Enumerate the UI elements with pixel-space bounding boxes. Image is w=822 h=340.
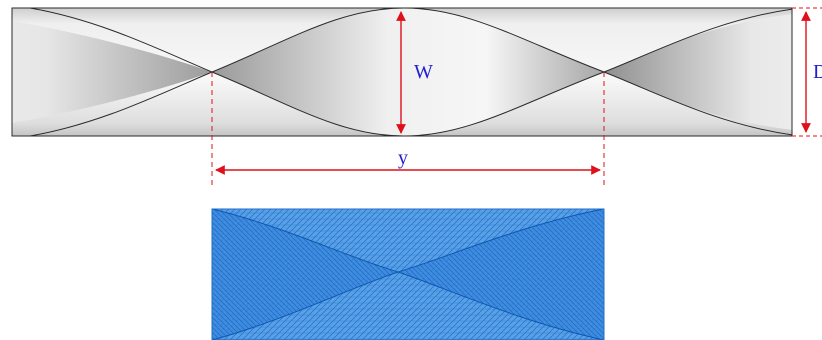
- width-dimension: W: [396, 11, 433, 134]
- tape-face-middle: [212, 8, 604, 136]
- tube: [11, 7, 793, 137]
- tape-face-right: [604, 14, 792, 130]
- pitch-dimension: y: [211, 72, 605, 186]
- diameter-label: D: [813, 61, 822, 83]
- mesh-view: [211, 208, 605, 340]
- pitch-label: y: [398, 147, 408, 169]
- mesh-tape-lobes: [212, 209, 604, 340]
- width-label: W: [414, 61, 433, 83]
- diameter-dimension: D: [792, 7, 822, 137]
- tape-face-left: [12, 21, 212, 123]
